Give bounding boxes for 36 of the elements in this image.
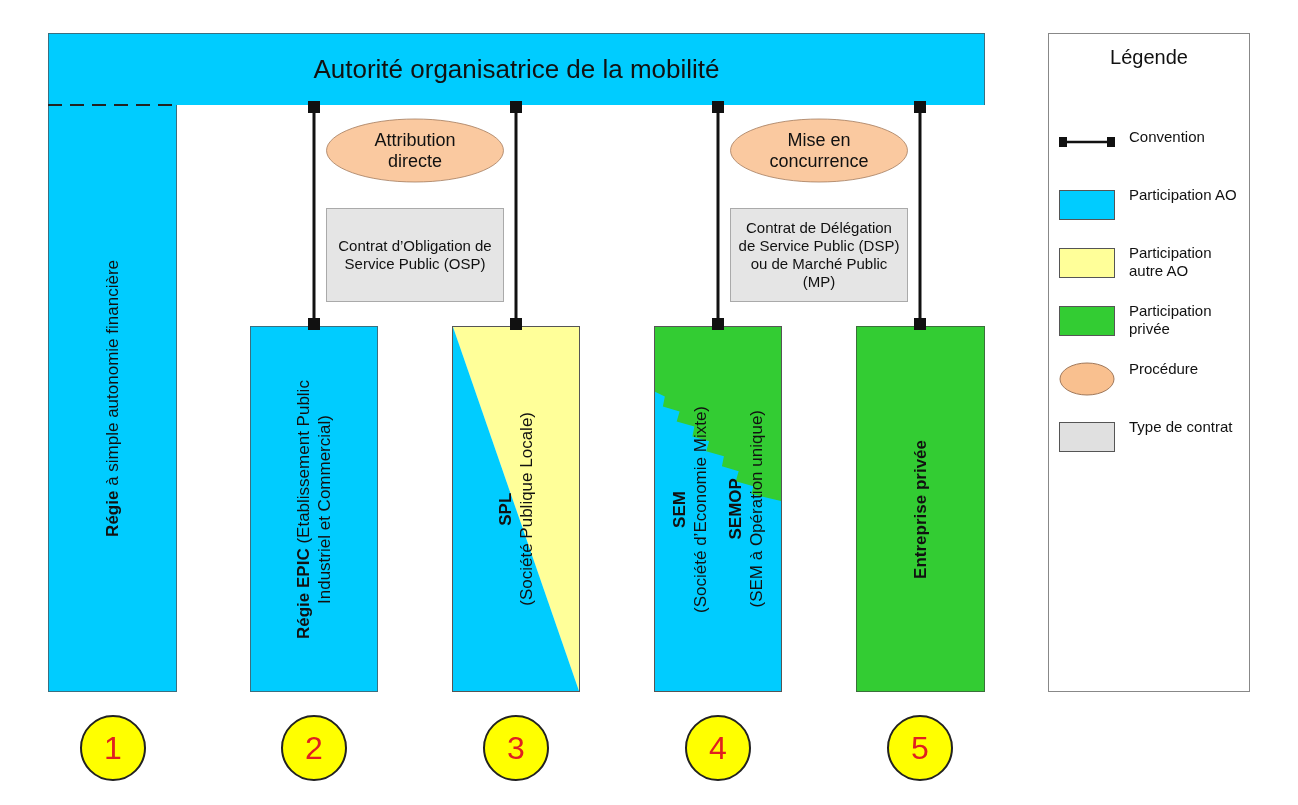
legend-label: Convention: [1129, 128, 1206, 146]
circle-number: 2: [305, 729, 323, 767]
convention-line: [914, 101, 926, 330]
legend-label: Procédure: [1129, 360, 1200, 378]
circle-number: 4: [709, 729, 727, 767]
column-label: Régie à simple autonomie financière: [101, 259, 123, 537]
banner-title: Autorité organisatrice de la mobilité: [313, 54, 720, 85]
structure-column: [452, 326, 580, 692]
legend-label: Participation privée: [1129, 302, 1213, 338]
legend-label: Participation AO: [1129, 186, 1238, 204]
procedure-ellipse: [326, 118, 504, 183]
circle-number: 1: [104, 729, 122, 767]
circle-number: 5: [911, 729, 929, 767]
convention-line: [510, 101, 522, 330]
contract-label: Contrat d’Obligation de Service Public (OSP): [337, 237, 493, 273]
procedure-ellipse: [730, 118, 908, 183]
procedure-label: Mise en concurrence: [768, 129, 870, 172]
circle-number: 3: [507, 729, 525, 767]
contract-type-box: [326, 208, 504, 302]
structure-column: [856, 326, 985, 692]
structure-column: [654, 326, 782, 692]
contract-label: Contrat de Délégation de Service Public (DSP) ou de Marché Public (MP): [737, 219, 901, 291]
contract-type-box: [730, 208, 908, 302]
legend-label: Type de contrat: [1129, 418, 1234, 436]
legend-title: Légende: [1109, 46, 1189, 69]
column-label: SEMOP (SEM à Opération unique): [725, 410, 768, 608]
convention-line: [712, 101, 724, 330]
structure-column: [250, 326, 378, 692]
authority-banner: [48, 33, 985, 105]
column-label: SPL (Société Publique Locale): [494, 412, 537, 606]
column-label: SEM (Société d’Economie Mixte): [668, 405, 711, 613]
legend-label: Participation autre AO: [1129, 244, 1213, 280]
convention-line: [308, 101, 320, 330]
structure-column: [48, 105, 177, 692]
procedure-label: Attribution directe: [373, 129, 457, 172]
column-label: Entreprise privée: [909, 439, 931, 579]
